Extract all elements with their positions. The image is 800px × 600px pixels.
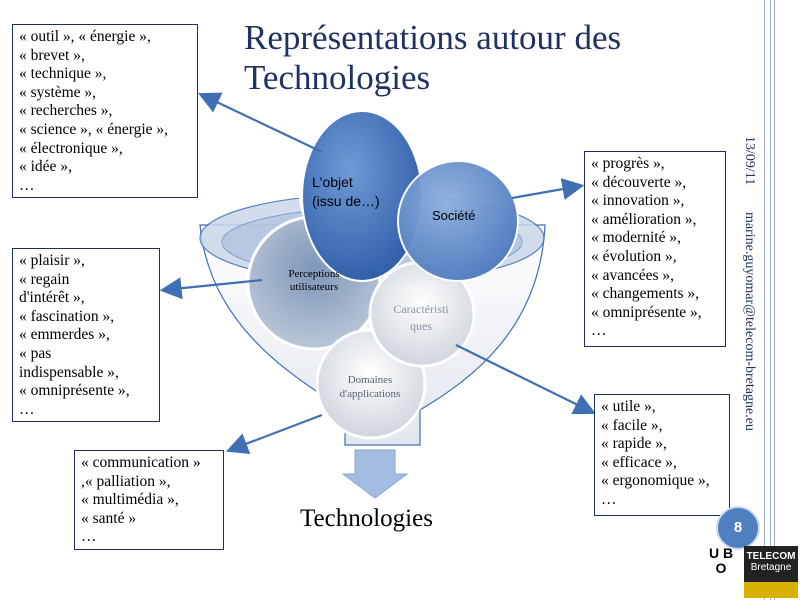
label-societe: Société (432, 208, 475, 223)
telecom-bretagne-logo: TELECOM Bretagne (744, 546, 798, 598)
label-perceptions-2: utilisateurs (290, 281, 338, 293)
frame-line (770, 0, 771, 600)
telecom-logo-line2: Bretagne (750, 562, 792, 573)
label-objet-2: (issu de…) (312, 193, 380, 209)
box-objet-words: « outil », « énergie », « brevet », « te… (12, 24, 198, 198)
telecom-logo-line1: TELECOM (746, 551, 796, 562)
university-logo: U B O (702, 546, 740, 598)
box-perceptions-words: « plaisir », « regain d'intérêt », « fas… (12, 248, 160, 422)
label-objet-1: L'objet (312, 174, 353, 190)
university-logo-text: U B O (708, 545, 734, 576)
telecom-logo-strip (744, 582, 798, 598)
arrow-to-top-left-box (198, 92, 323, 153)
slide-date: 13/09/11 (742, 136, 757, 186)
page-number-badge: 8 (716, 506, 760, 550)
funnel-down-arrow-icon (341, 449, 409, 499)
box-societe-words: « progrès », « découverte », « innovatio… (584, 151, 726, 347)
label-caracteristiques-1: Caractéristi (393, 302, 449, 316)
box-domaines-words: « communication » ,« palliation », « mul… (74, 450, 224, 550)
label-domaines-2: d'applications (340, 388, 401, 400)
label-caracteristiques-2: ques (410, 319, 432, 333)
frame-line (764, 0, 765, 600)
arrow-to-top-right-box (511, 178, 585, 200)
slide-title: Représentations autour des Technologies (244, 18, 622, 97)
funnel-output-label: Technologies (300, 505, 433, 532)
arrow-to-bottom-left-box (225, 413, 323, 455)
label-domaines-1: Domaines (348, 374, 393, 386)
arrow-to-bottom-right-box (455, 344, 596, 415)
frame-line (774, 0, 775, 600)
arrow-to-mid-left-box (159, 277, 263, 300)
label-perceptions-1: Perceptions (288, 268, 339, 280)
box-caracteristiques-words: « utile », « facile », « rapide », « eff… (594, 394, 730, 516)
slide-email: marine.guyomar@telecom-bretagne.eu (742, 212, 757, 431)
circle-societe (397, 160, 519, 282)
